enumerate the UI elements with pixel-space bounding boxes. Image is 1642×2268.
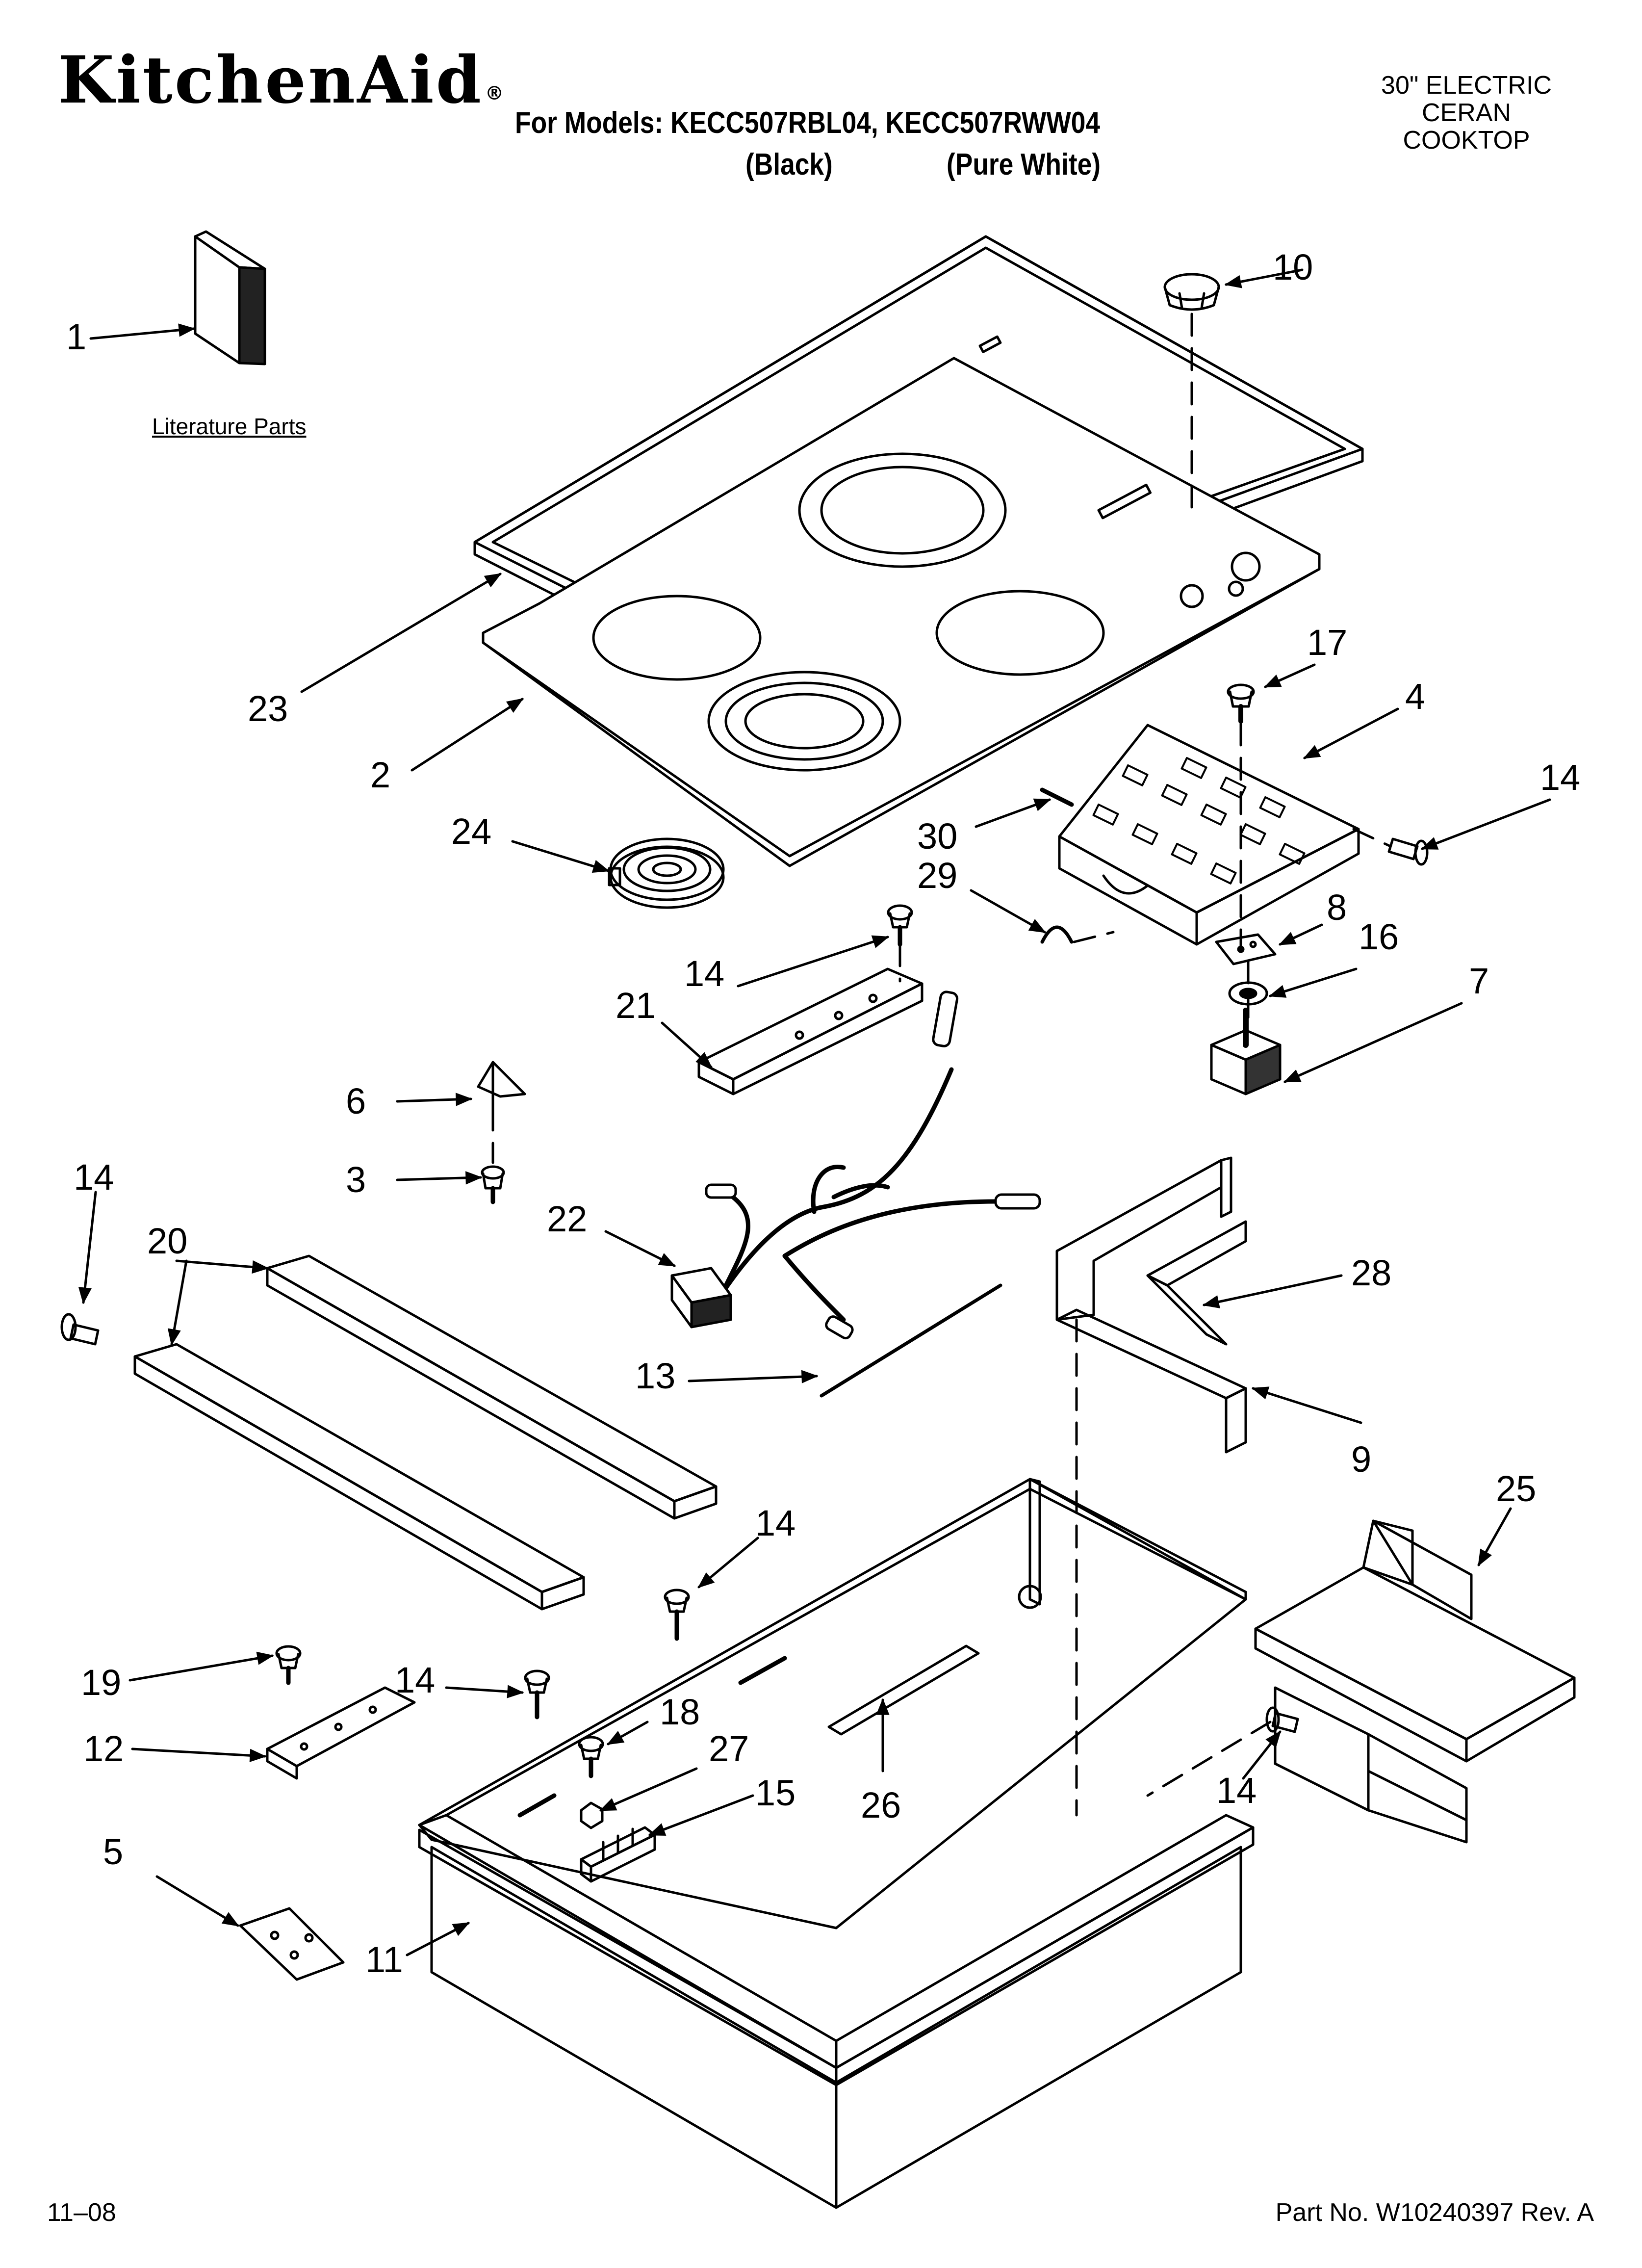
mounting-screw xyxy=(481,1165,505,1204)
callout-10: 10 xyxy=(1273,247,1313,287)
terminal-screw xyxy=(578,1736,604,1778)
literature-parts-label: Literature Parts xyxy=(152,414,307,439)
callout-14-a: 14 xyxy=(684,953,724,994)
callout-14-e: 14 xyxy=(395,1660,435,1700)
callout-14-d: 14 xyxy=(755,1503,795,1543)
callout-29: 29 xyxy=(917,855,957,896)
rear-bracket xyxy=(1055,1156,1247,1454)
side-rail-rear xyxy=(266,1254,718,1520)
small-pin xyxy=(1040,787,1074,807)
callout-21: 21 xyxy=(616,985,656,1026)
burner-box xyxy=(418,1478,1255,2209)
bracket-screw xyxy=(1227,683,1255,724)
control-knob xyxy=(1163,273,1220,311)
glass-cooktop xyxy=(482,335,1321,867)
leader-arrows xyxy=(78,268,1551,1956)
callout-2: 2 xyxy=(370,755,390,795)
callout-4: 4 xyxy=(1405,676,1425,717)
callout-15: 15 xyxy=(755,1773,795,1813)
models-line: For Models: KECC507RBL04, KECC507RWW04 xyxy=(515,106,1101,140)
wire-harness xyxy=(718,1067,1023,1322)
product-type-line-3: COOKTOP xyxy=(1403,126,1530,155)
callout-17: 17 xyxy=(1307,622,1347,663)
callout-12: 12 xyxy=(83,1728,124,1769)
callout-13: 13 xyxy=(635,1356,675,1396)
callout-numbers: 1 2 3 4 5 6 7 8 9 10 11 12 13 14 14 14 1… xyxy=(66,247,1580,1980)
assembly-lines xyxy=(491,313,1392,1817)
callout-28: 28 xyxy=(1351,1252,1391,1293)
callout-14-c: 14 xyxy=(74,1157,114,1198)
callout-18: 18 xyxy=(660,1692,700,1732)
bracket-screw-lower xyxy=(275,1645,302,1685)
callout-22: 22 xyxy=(547,1199,587,1239)
mounting-bracket xyxy=(266,1686,416,1780)
callout-19: 19 xyxy=(81,1662,121,1703)
variant-white: (Pure White) xyxy=(947,148,1101,182)
registered-mark: ® xyxy=(485,82,506,104)
product-type-line-2: CERAN xyxy=(1421,99,1512,128)
callout-11: 11 xyxy=(365,1939,403,1980)
control-housing xyxy=(1254,1519,1576,1844)
callout-9: 9 xyxy=(1351,1439,1371,1480)
cabinet-screw-upper xyxy=(664,1589,690,1641)
wire-clip xyxy=(1040,925,1074,944)
switch-plate xyxy=(1215,933,1277,965)
access-plate xyxy=(239,1907,345,1981)
callout-3: 3 xyxy=(346,1159,366,1200)
revision-date: 11–08 xyxy=(47,2198,116,2227)
support-rod xyxy=(820,1283,1002,1398)
product-type-line-1: 30" ELECTRIC xyxy=(1381,71,1552,100)
callout-27: 27 xyxy=(709,1728,749,1769)
left-screw xyxy=(60,1313,100,1346)
harness-terminals xyxy=(670,991,1041,1340)
logo-text: KitchenAid xyxy=(58,42,483,118)
callout-23: 23 xyxy=(248,688,288,729)
variant-black: (Black) xyxy=(745,148,833,182)
callout-14-b: 14 xyxy=(1540,757,1580,798)
bracket-screw-upper xyxy=(887,904,913,947)
surface-element xyxy=(608,837,725,909)
callout-8: 8 xyxy=(1327,887,1347,928)
infinite-switch xyxy=(1210,1008,1282,1095)
part-number: Part No. W10240397 Rev. A xyxy=(1275,2198,1594,2227)
callout-24: 24 xyxy=(451,811,491,852)
callout-6: 6 xyxy=(346,1081,366,1121)
control-bracket xyxy=(1058,724,1360,946)
callout-16: 16 xyxy=(1359,916,1399,957)
callout-7: 7 xyxy=(1469,961,1489,1001)
callout-30: 30 xyxy=(917,816,957,857)
callout-26: 26 xyxy=(861,1785,901,1825)
side-screw xyxy=(1387,837,1429,866)
kitchenaid-logo: KitchenAid® xyxy=(58,48,506,113)
terminal-block xyxy=(580,1826,656,1883)
literature-booklet xyxy=(194,230,266,365)
element-bracket xyxy=(697,967,924,1095)
callout-25: 25 xyxy=(1496,1468,1536,1509)
callout-5: 5 xyxy=(103,1831,123,1872)
side-rail-front xyxy=(133,1343,585,1611)
product-type: 30" ELECTRIC CERAN COOKTOP xyxy=(1344,71,1589,155)
callout-1: 1 xyxy=(66,316,86,357)
cabinet-screw-lower xyxy=(524,1669,550,1720)
callout-14-f: 14 xyxy=(1216,1770,1257,1811)
retainer-clip xyxy=(477,1061,526,1110)
callout-20: 20 xyxy=(147,1221,187,1261)
hex-nut xyxy=(580,1801,604,1829)
